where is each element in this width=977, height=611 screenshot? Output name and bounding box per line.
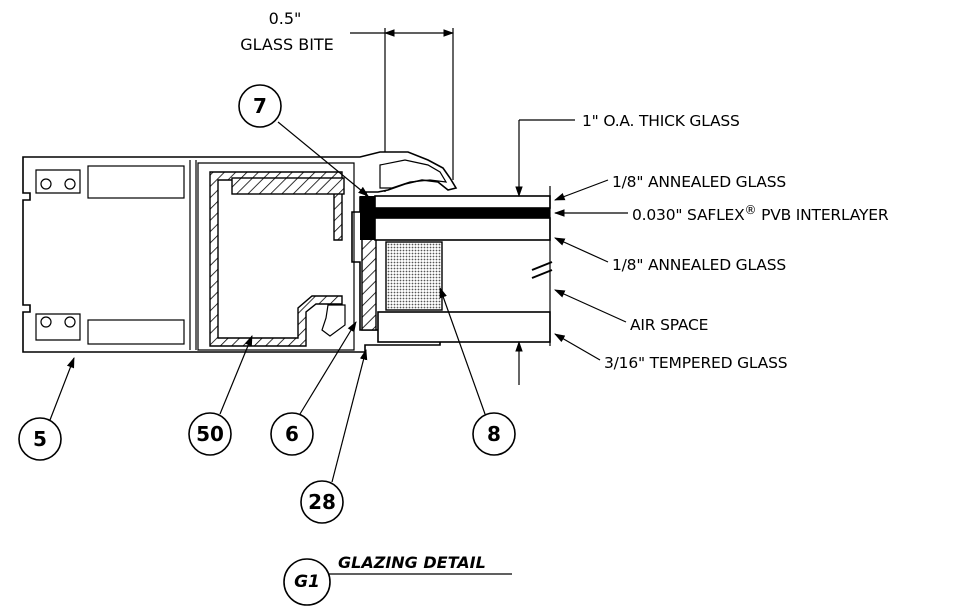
bubble-50-group: 50 [188, 335, 253, 456]
bubble-7-group: 7 [238, 84, 369, 197]
svg-text:6: 6 [285, 422, 299, 446]
bubble-28-group: 28 [300, 348, 368, 524]
callout-annealed-top: 1/8" ANNEALED GLASS [612, 173, 786, 191]
detail-tag-bubble [283, 558, 331, 606]
detail-title-text: GLAZING DETAIL [338, 553, 486, 572]
bubble-8 [472, 412, 516, 456]
frame-extrusion [22, 151, 458, 353]
svg-text:8: 8 [487, 422, 501, 446]
bubble-7 [238, 84, 282, 128]
glass-bite-label: GLASS BITE [240, 35, 334, 54]
callout-interlayer: 0.030" SAFLEX® PVB INTERLAYER [632, 203, 889, 224]
bubble-6 [270, 412, 314, 456]
callout-annealed-bottom: 1/8" ANNEALED GLASS [612, 256, 786, 274]
bubble-5 [18, 417, 62, 461]
svg-text:7: 7 [253, 94, 267, 118]
callout-tempered: 3/16" TEMPERED GLASS [604, 354, 787, 372]
bubble-50 [188, 412, 232, 456]
bubble-8-group: 8 [439, 286, 516, 456]
svg-text:5: 5 [33, 427, 47, 451]
bubble-5-group: 5 [18, 356, 75, 461]
glass-bite-value: 0.5" [269, 9, 302, 28]
bubble-28 [300, 480, 344, 524]
steel-reinforcement [209, 171, 345, 347]
ig-spacer [385, 241, 443, 311]
glass-callouts: 1/8" ANNEALED GLASS 0.030" SAFLEX® PVB I… [553, 173, 889, 372]
svg-text:28: 28 [308, 490, 336, 514]
detail-title: G1 GLAZING DETAIL [283, 553, 512, 606]
svg-text:50: 50 [196, 422, 224, 446]
bubble-6-group: 6 [270, 321, 357, 456]
detail-tag: G1 [294, 572, 320, 592]
callout-overall-thickness: 1" O.A. THICK GLASS [582, 112, 740, 130]
callout-air-space: AIR SPACE [630, 316, 708, 334]
overall-thickness-dim: 1" O.A. THICK GLASS [515, 112, 740, 385]
glass-unit [374, 186, 553, 346]
